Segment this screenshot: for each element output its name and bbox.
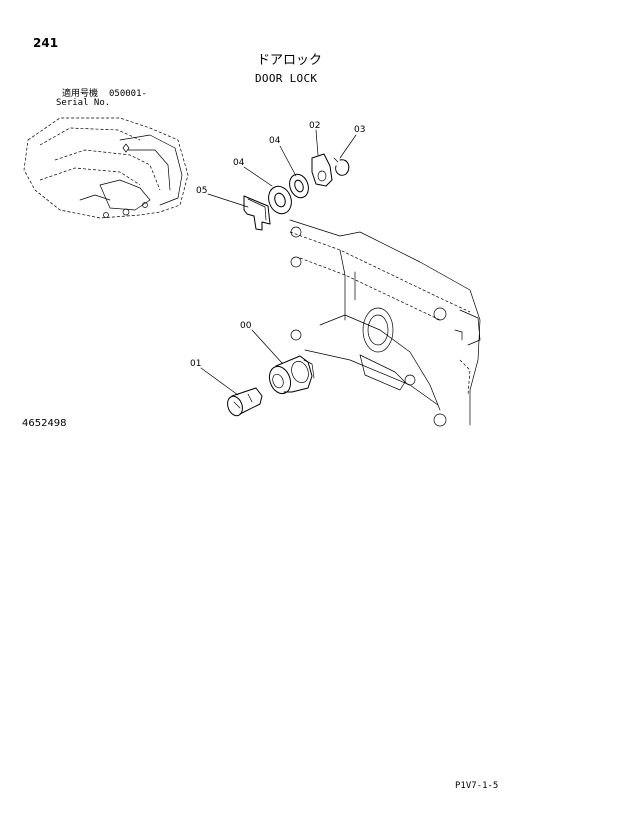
page-number: 241: [33, 36, 59, 50]
part-label-00: 00: [240, 321, 252, 331]
part-03-snap-ring: [333, 157, 350, 176]
machine-overview-illustration: [23, 117, 189, 219]
drawing-number: 4652498: [22, 418, 67, 429]
part-04-washer-large: [268, 185, 292, 215]
page-title-japanese: ドアロック: [257, 53, 323, 68]
leader-lines: [200, 129, 357, 396]
part-00-lock-housing: [268, 355, 315, 395]
part-01-lock-cylinder: [227, 387, 263, 417]
page-title-english: DOOR LOCK: [255, 72, 318, 85]
part-label-05: 05: [196, 186, 207, 196]
part-label-04-upper: 04: [269, 136, 281, 146]
serial-label-english: Serial No.: [56, 98, 111, 108]
part-label-03: 03: [354, 125, 365, 135]
part-label-04-lower: 04: [233, 158, 245, 168]
part-04-washer-small: [289, 173, 309, 199]
serial-range: 050001-: [109, 89, 147, 99]
door-panel-illustration: [289, 219, 481, 427]
part-05-latch-plate: [243, 195, 271, 231]
part-02-cam-plate: [311, 153, 333, 187]
part-label-02: 02: [309, 121, 320, 131]
serial-label-japanese: 適用号機: [62, 89, 99, 99]
page-code: P1V7-1-5: [455, 781, 499, 791]
part-label-01: 01: [190, 359, 201, 369]
